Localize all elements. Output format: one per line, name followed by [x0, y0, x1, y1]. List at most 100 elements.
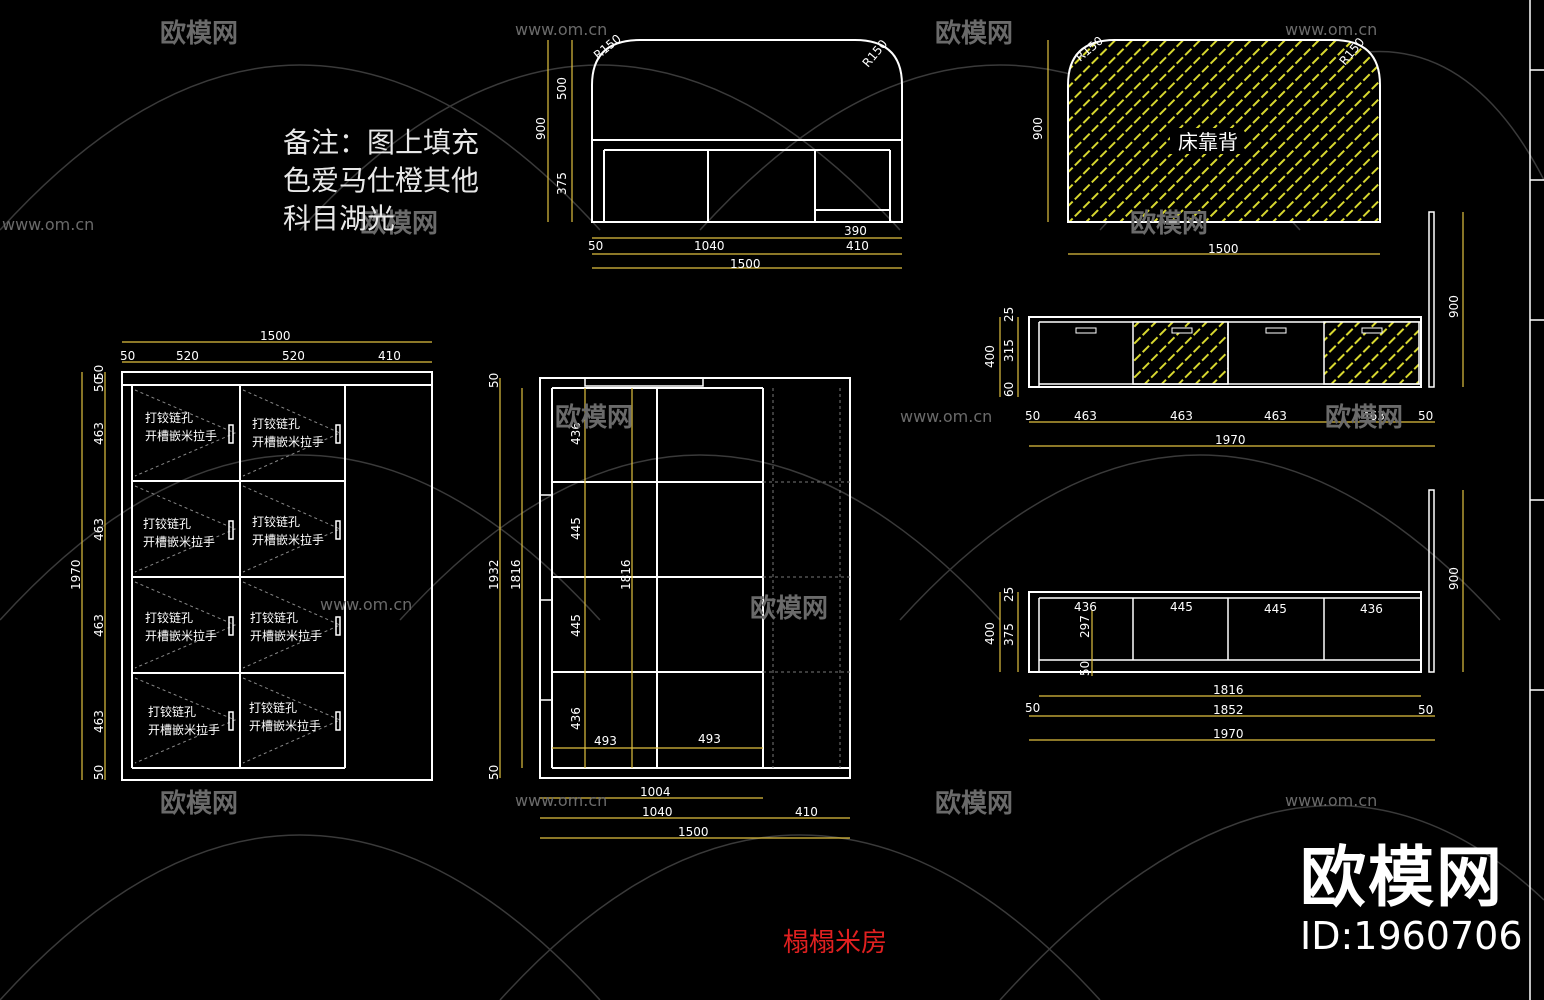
- dim-text: 297: [1078, 615, 1092, 638]
- dim-text: 50: [487, 765, 501, 780]
- dim-text: 463: [92, 710, 106, 733]
- radius-text: R150: [860, 37, 891, 70]
- dim-text: 493: [698, 732, 721, 746]
- remark-note: 备注：图上填充 色爱马仕橙其他 科目湖光: [283, 124, 503, 238]
- headboard-label: 床靠背: [1178, 130, 1238, 154]
- door-note: 开槽嵌米拉手: [249, 718, 321, 733]
- dim-text: 445: [1264, 602, 1287, 616]
- door-note: 开槽嵌米拉手: [252, 434, 324, 449]
- door-note: 打铰链孔: [148, 704, 196, 719]
- dim-text: 390: [844, 224, 867, 238]
- watermark-logo: 欧模网: [555, 402, 633, 433]
- dim-text: 50: [1418, 703, 1433, 717]
- watermark-logo: 欧模网: [935, 788, 1013, 819]
- dim-text: 410: [795, 805, 818, 819]
- watermark-url: www.om.cn: [320, 595, 412, 614]
- watermark-logo: 欧模网: [1325, 402, 1403, 433]
- dim-text: 50: [92, 377, 106, 392]
- dim-text: 493: [594, 734, 617, 748]
- door-note: 打铰链孔: [252, 514, 300, 529]
- dim-text: 436: [1360, 602, 1383, 616]
- dim-text: 1816: [1213, 683, 1244, 697]
- dim-text: 463: [92, 422, 106, 445]
- watermark-logos: 欧模网 欧模网 欧模网 欧模网 欧模网 欧模网 欧模网 欧模网 欧模网: [160, 18, 1403, 819]
- dim-text: 436: [1074, 600, 1097, 614]
- dim-text: 900: [1447, 567, 1461, 590]
- dim-text: 375: [1002, 623, 1016, 646]
- dim-text: 1040: [694, 239, 725, 253]
- wardrobe-inner: 50 1932 50 1816 436 445 445 436 1816 493…: [487, 373, 851, 839]
- dim-text: 50: [92, 365, 106, 380]
- dim-text: 1040: [642, 805, 673, 819]
- door-note: 开槽嵌米拉手: [143, 534, 215, 549]
- dim-text: 50: [1078, 661, 1092, 676]
- watermark-logo: 欧模网: [160, 18, 238, 49]
- dim-text: 500: [555, 77, 569, 100]
- dim-text: 463: [1264, 409, 1287, 423]
- bed-front: 25 315 60 400 900 50 463 463 463 463 50 …: [983, 211, 1464, 447]
- watermark-url: www.om.cn: [1285, 20, 1377, 39]
- dim-text: 50: [588, 239, 603, 253]
- dim-text: 463: [1074, 409, 1097, 423]
- dim-text: 520: [282, 349, 305, 363]
- door-note: 开槽嵌米拉手: [250, 628, 322, 643]
- watermark-arcs: [0, 50, 1544, 1000]
- dim-text: 50: [1418, 409, 1433, 423]
- dim-text: 1500: [730, 257, 761, 271]
- brand-name: 欧模网: [1300, 839, 1504, 916]
- watermark-url: www.om.cn: [900, 407, 992, 426]
- dim-text: 60: [1002, 382, 1016, 397]
- dim-text: 1816: [509, 559, 523, 590]
- remark-line: 备注：图上填充: [283, 126, 480, 159]
- door-note: 打铰链孔: [143, 516, 191, 531]
- dim-text: 900: [1447, 295, 1461, 318]
- dim-text: 1500: [1208, 242, 1239, 256]
- remark-line: 科目湖光: [283, 202, 396, 235]
- dim-text: 1500: [260, 329, 291, 343]
- dim-text: 445: [569, 517, 583, 540]
- dim-text: 1004: [640, 785, 671, 799]
- watermark-logo: 欧模网: [1130, 208, 1208, 239]
- dim-text: 50: [487, 373, 501, 388]
- dim-text: 25: [1002, 307, 1016, 322]
- dim-text: 1970: [69, 559, 83, 590]
- dim-text: 1500: [678, 825, 709, 839]
- dim-text: 1852: [1213, 703, 1244, 717]
- dim-text: 50: [92, 765, 106, 780]
- dim-text: 50: [1025, 409, 1040, 423]
- wardrobe-front: 1500 50 520 520 410 50 50 463 463 463 46…: [69, 329, 433, 781]
- watermark-logo: 欧模网: [750, 593, 828, 624]
- dim-text: 445: [1170, 600, 1193, 614]
- dim-text: 400: [983, 622, 997, 645]
- headboard-fill: 900 1500 R150 R150: [1031, 33, 1381, 256]
- door-note: 开槽嵌米拉手: [145, 628, 217, 643]
- door-note: 打铰链孔: [145, 610, 193, 625]
- dim-text: 463: [92, 518, 106, 541]
- room-label: 榻榻米房: [783, 928, 888, 958]
- watermark-url: www.om.cn: [515, 791, 607, 810]
- dim-text: 900: [534, 117, 548, 140]
- sheet-border: [1529, 0, 1544, 1000]
- dim-text: 463: [1362, 409, 1385, 423]
- dim-text: 375: [555, 172, 569, 195]
- dim-text: 436: [569, 422, 583, 445]
- watermark-urls: www.om.cn www.om.cn www.om.cn www.om.cn …: [2, 20, 1377, 810]
- door-note: 开槽嵌米拉手: [145, 428, 217, 443]
- dim-text: 1932: [487, 559, 501, 590]
- dim-text: 50: [1025, 701, 1040, 715]
- door-note: 打铰链孔: [145, 410, 193, 425]
- dim-text: 463: [92, 614, 106, 637]
- door-note: 打铰链孔: [252, 416, 300, 431]
- bed-inner: 25 375 400 900 436 445 445 436 297 50 18…: [983, 489, 1464, 741]
- dim-text: 1970: [1213, 727, 1244, 741]
- dim-text: 410: [378, 349, 401, 363]
- remark-line: 色爱马仕橙其他: [283, 164, 480, 197]
- headboard-front: 500 900 375 R150 R150 50 1040 390 410 15…: [534, 31, 903, 271]
- dim-text: 25: [1002, 587, 1016, 602]
- dim-text: 436: [569, 707, 583, 730]
- watermark-url: www.om.cn: [1285, 791, 1377, 810]
- door-note: 开槽嵌米拉手: [148, 722, 220, 737]
- dim-text: 1816: [619, 559, 633, 590]
- door-note: 打铰链孔: [250, 610, 298, 625]
